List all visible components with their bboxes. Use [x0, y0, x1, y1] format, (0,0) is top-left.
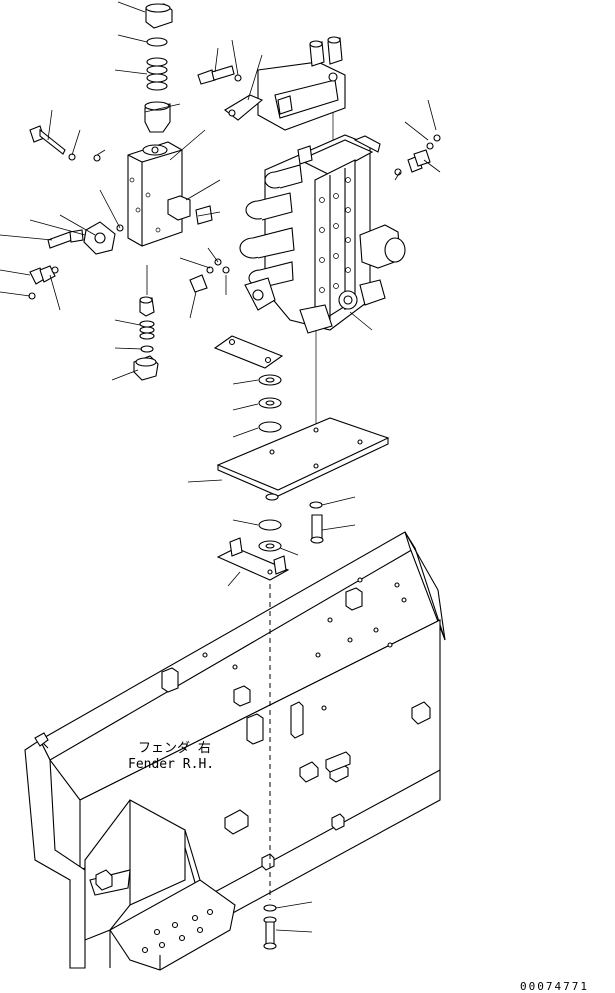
main-control-valve	[239, 134, 406, 334]
short-bolt	[310, 514, 324, 544]
washer-3	[258, 540, 282, 552]
drawing-number: 00074771	[520, 980, 589, 993]
lower-bracket	[216, 537, 290, 581]
fender-frame	[24, 531, 446, 971]
rubber-pad-2	[258, 519, 282, 531]
fender-label-jp: フェンダ 右	[138, 741, 211, 756]
right-fitting	[394, 134, 441, 176]
leader-lines	[0, 1, 441, 933]
spring-lower	[139, 320, 155, 340]
mount-plate	[216, 417, 390, 501]
long-bolt	[29, 125, 101, 162]
o-ring-lower	[140, 345, 154, 353]
tie-strap	[213, 335, 284, 369]
cap-plug	[145, 3, 173, 29]
link-bracket	[224, 94, 264, 121]
washer-2	[258, 397, 282, 409]
o-ring-top	[146, 37, 168, 47]
top-bolt	[197, 65, 242, 85]
small-washer	[309, 501, 323, 509]
rubber-pad-1	[258, 421, 282, 433]
bottom-bolt	[263, 904, 277, 950]
poppet	[144, 101, 171, 133]
valve-body	[127, 141, 191, 247]
washer-1	[258, 374, 282, 386]
spring-top	[146, 57, 168, 91]
flange	[47, 221, 116, 255]
elbow-fitting	[28, 265, 59, 300]
upper-bracket	[257, 36, 346, 131]
left-small-fitting	[189, 258, 230, 293]
fender-label-en: Fender R.H.	[128, 757, 214, 772]
check-poppet	[139, 296, 155, 317]
plug-lower	[133, 355, 159, 381]
